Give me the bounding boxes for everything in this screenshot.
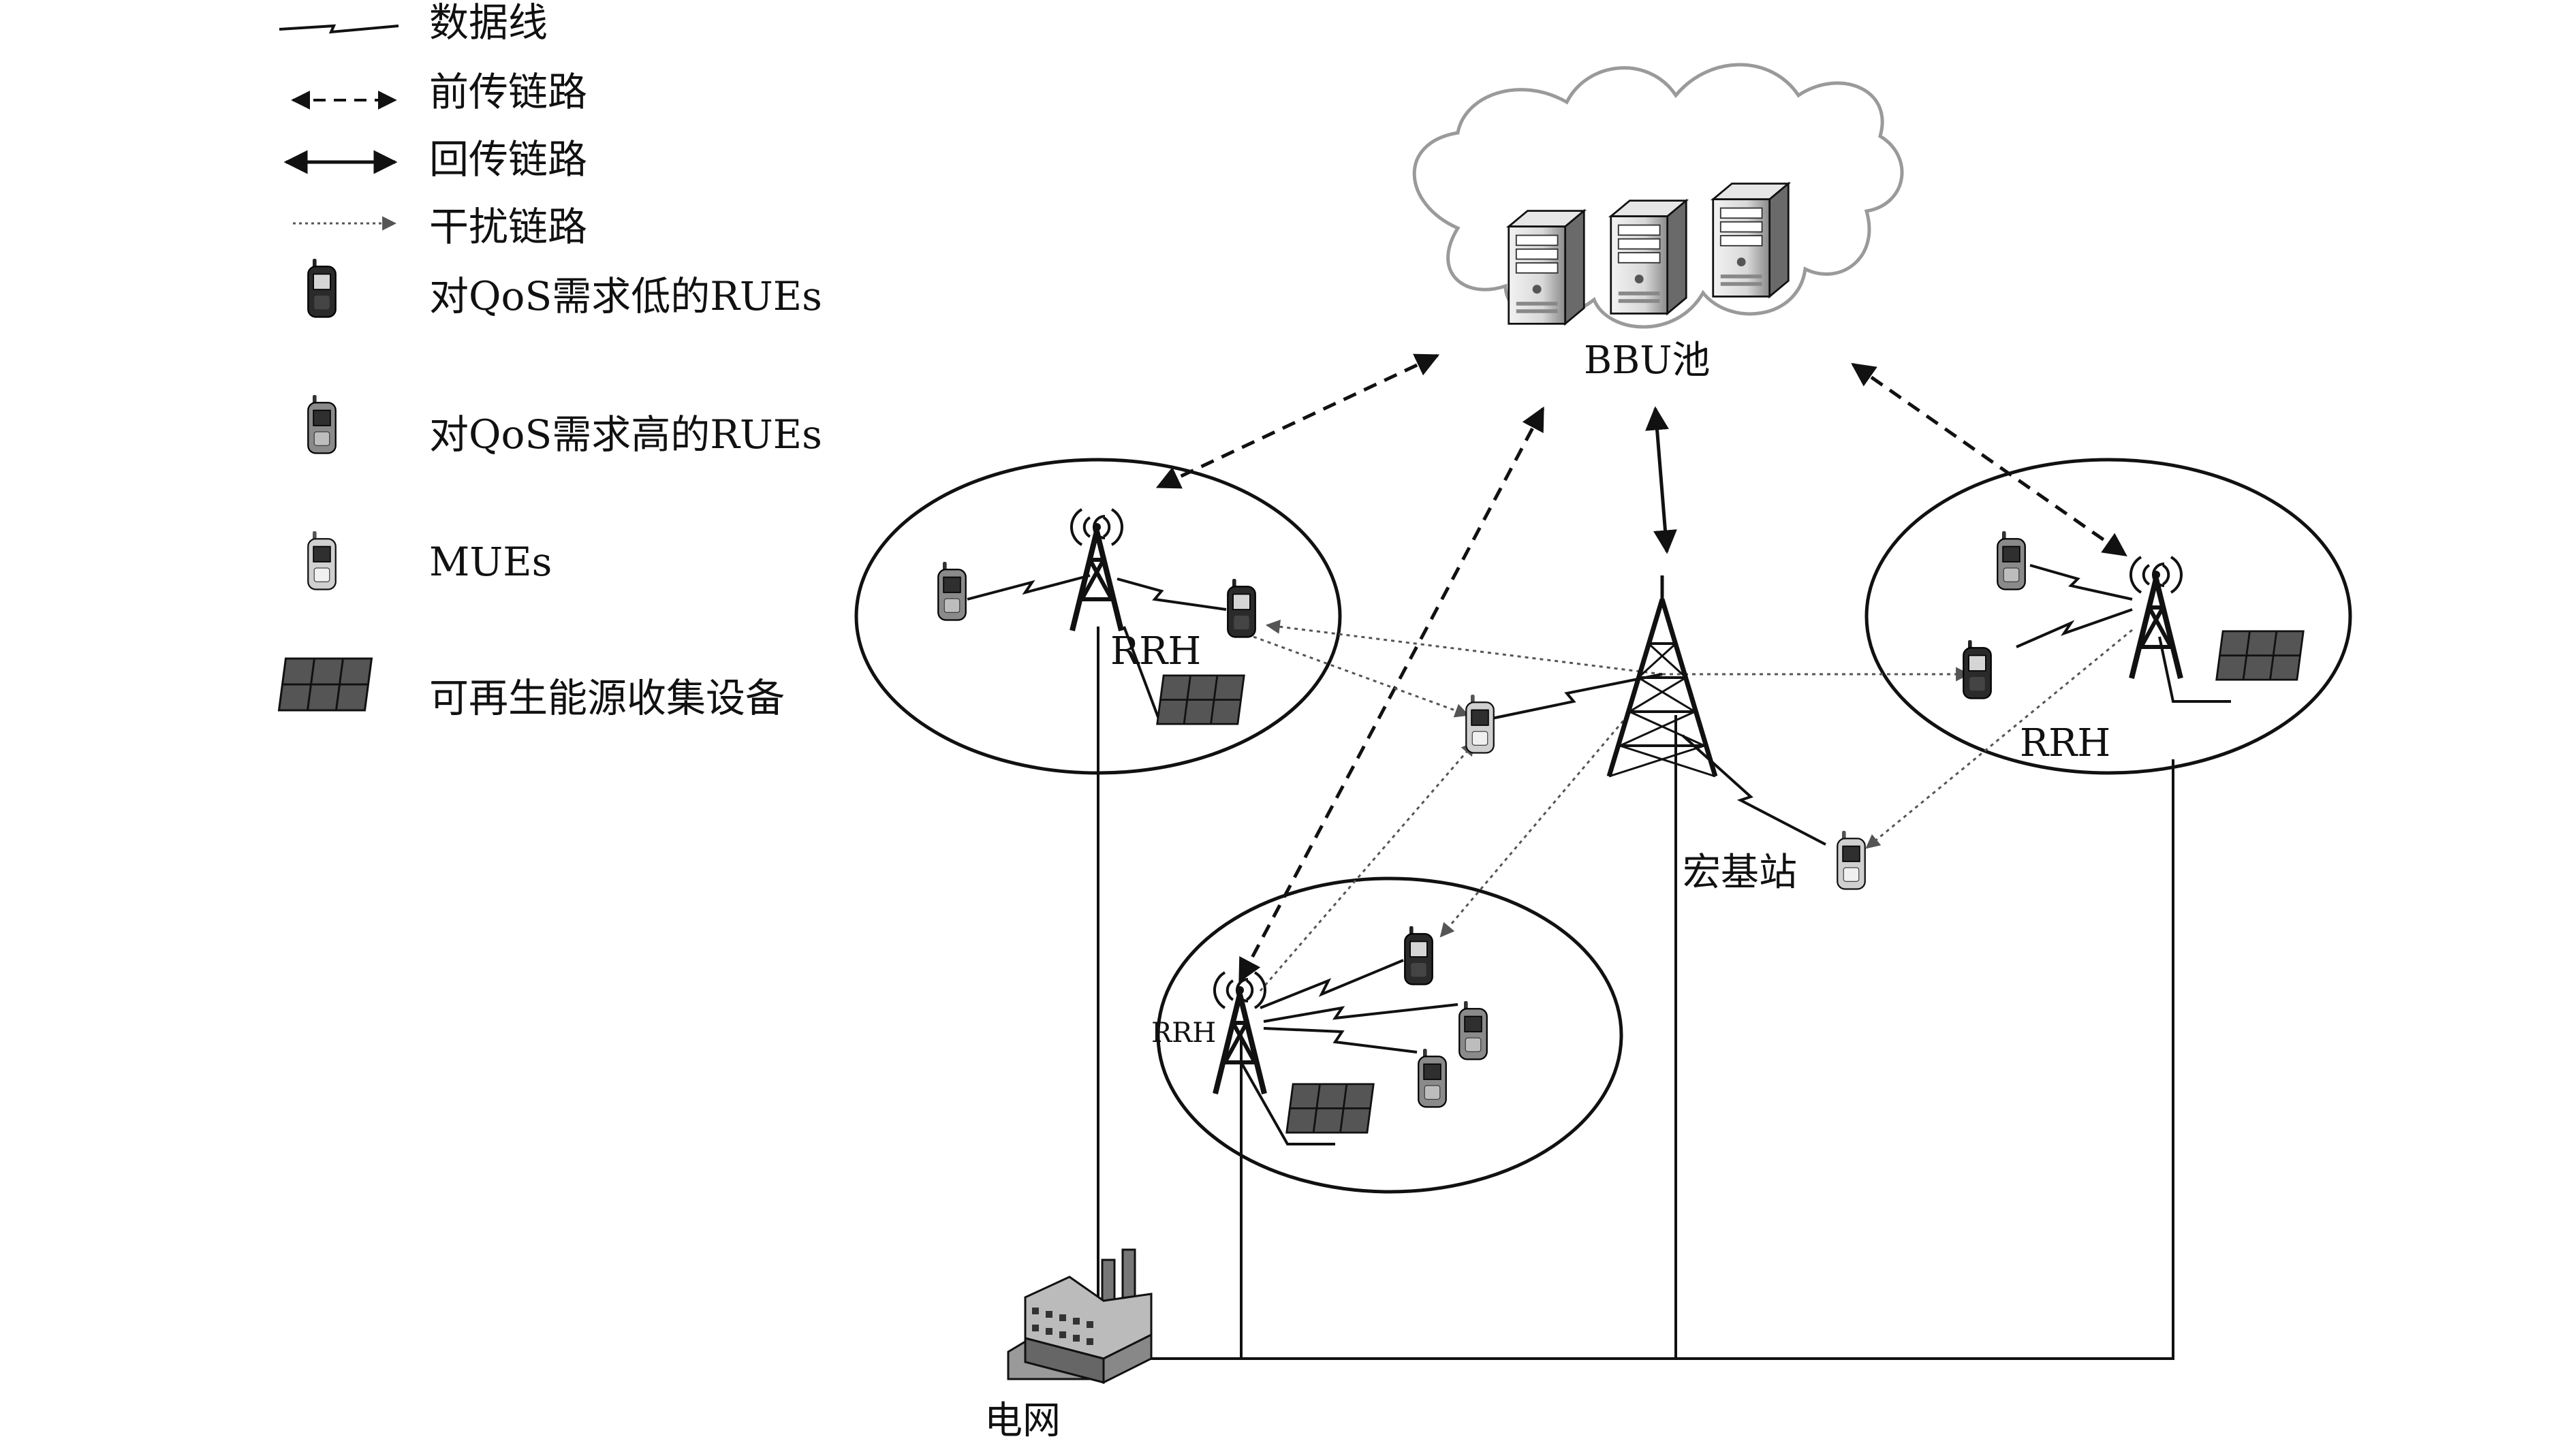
server-icon — [1508, 209, 1585, 326]
solar-panel-icon — [1156, 674, 1245, 725]
data-line-icon — [279, 24, 399, 34]
rue-high-qos-phone — [1418, 1047, 1447, 1108]
solar-panel-icon — [2215, 630, 2305, 681]
wireless-links — [967, 564, 2133, 1054]
light-phone-icon — [307, 530, 337, 590]
bbu-pool-label: BBU池 — [1584, 338, 1711, 383]
legend-label-solar: 可再生能源收集设备 — [429, 675, 785, 721]
solar-panel-icon — [277, 657, 373, 712]
legend-label-data-line: 数据线 — [429, 0, 548, 46]
legend-label-interference: 干扰链路 — [429, 204, 587, 250]
rrh-bottom-label: RRH — [1151, 1017, 1216, 1049]
server-icon — [1610, 199, 1687, 315]
power-grid-factory-icon — [1007, 1248, 1153, 1384]
rue-low-qos-phone — [1963, 639, 1992, 699]
legend-label-mues: MUEs — [429, 539, 552, 585]
macro-base-station-icon — [1606, 575, 1718, 778]
gray-phone-icon — [307, 394, 337, 454]
backhaul-link — [1645, 406, 1677, 554]
rrh-right-label: RRH — [2020, 721, 2110, 765]
legend-label-fronthaul: 前传链路 — [429, 69, 587, 115]
rue-high-qos-phone — [1997, 530, 2026, 590]
legend: 数据线 前传链路 回传链路 干扰链路 对QoS需求低的RUEs 对QoS需求高的… — [277, 0, 822, 721]
rue-low-qos-phone — [1227, 577, 1256, 638]
rue-low-qos-phone — [1404, 925, 1433, 985]
rue-high-qos-phone — [1458, 1000, 1488, 1060]
fronthaul-links — [1155, 353, 2127, 983]
interference-links — [1253, 619, 2133, 992]
server-icon — [1712, 182, 1790, 298]
solar-panel-icon — [1285, 1083, 1375, 1134]
power-grid-label: 电网 — [984, 1399, 1061, 1443]
rrh-right-tower-icon — [2131, 557, 2181, 678]
legend-label-low-qos-rue: 对QoS需求低的RUEs — [429, 273, 822, 319]
dark-phone-icon — [307, 257, 337, 318]
mue-phone — [1465, 693, 1495, 754]
rrh-left-label: RRH — [1110, 629, 1201, 674]
mue-phone — [1837, 829, 1866, 890]
legend-label-backhaul: 回传链路 — [429, 136, 587, 183]
macro-bs-label: 宏基站 — [1683, 851, 1797, 895]
bbu-pool-cloud: BBU池 — [1412, 63, 1904, 383]
rrh-left-tower-icon — [1072, 509, 1122, 631]
rue-high-qos-phone — [937, 560, 967, 621]
legend-label-high-qos-rue: 对QoS需求高的RUEs — [429, 411, 822, 458]
